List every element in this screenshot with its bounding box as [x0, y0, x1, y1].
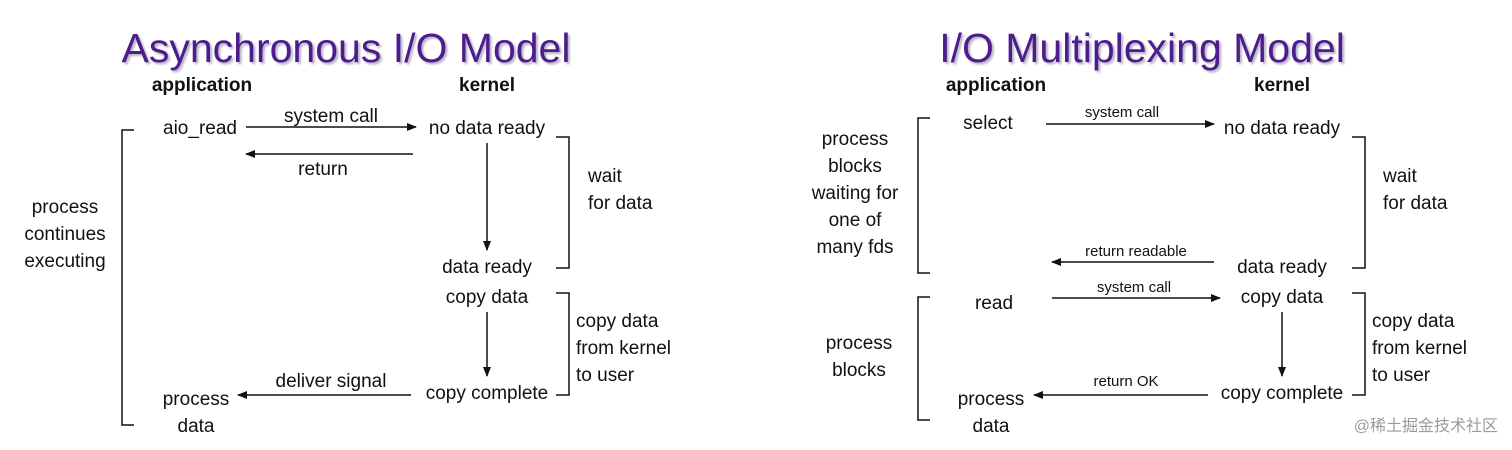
- system-call-label: system call: [284, 106, 378, 127]
- waiting-for-line: waiting for: [811, 183, 899, 204]
- process-blocks-label: process blocks: [826, 330, 893, 384]
- wait-line: wait: [588, 166, 622, 187]
- process-line: process: [957, 389, 1025, 410]
- io-multiplexing-lines: [917, 117, 1366, 421]
- wait-for-data-label: wait for data: [588, 163, 652, 217]
- copy-data-line: copy data: [576, 311, 659, 332]
- async-io-title: Asynchronous I/O Model: [121, 25, 571, 71]
- copy-data-line: copy data: [1372, 311, 1455, 332]
- copy-bracket: [1352, 292, 1366, 396]
- read-label: read: [974, 293, 1014, 314]
- system-call-label-1: system call: [1084, 104, 1160, 121]
- system-call-label-2: system call: [1096, 279, 1172, 296]
- wait-bracket: [556, 136, 570, 269]
- watermark: @稀土掘金技术社区: [1353, 418, 1498, 435]
- process-data-label: process data: [163, 386, 230, 440]
- process-line: process: [821, 129, 889, 150]
- aio-read-label: aio_read: [163, 118, 237, 139]
- to-user-line: to user: [576, 365, 635, 386]
- process-blocks-bracket: [917, 296, 930, 421]
- process-data-label: process data: [958, 386, 1025, 440]
- return-ok-label: return OK: [1093, 373, 1159, 390]
- copy-from-kernel-label: copy data from kernel to user: [1372, 308, 1467, 389]
- process-line: process: [31, 197, 99, 218]
- continues-line: continues: [24, 224, 106, 245]
- copy-from-kernel-label: copy data from kernel to user: [576, 308, 671, 389]
- wait-bracket: [1352, 136, 1366, 269]
- application-header: application: [151, 75, 253, 96]
- kernel-header: kernel: [1254, 75, 1310, 96]
- process-continues-bracket: [121, 129, 134, 426]
- to-user-line: to user: [1372, 365, 1431, 386]
- wait-for-data-label: wait for data: [1383, 163, 1447, 217]
- kernel-header: kernel: [459, 75, 515, 96]
- from-kernel-line: from kernel: [576, 338, 672, 359]
- deliver-signal-label: deliver signal: [275, 371, 387, 392]
- data-line: data: [177, 416, 215, 437]
- data-ready-label: data ready: [1237, 257, 1327, 278]
- async-io-lines: [121, 123, 570, 426]
- process-blocks-waiting-label: process blocks waiting for one of many f…: [812, 126, 899, 261]
- return-label: return: [298, 159, 348, 180]
- executing-line: executing: [24, 251, 106, 272]
- data-line: data: [972, 416, 1010, 437]
- io-multiplexing-title: I/O Multiplexing Model: [939, 25, 1345, 71]
- one-of-line: one of: [828, 210, 882, 231]
- process-line: process: [825, 333, 893, 354]
- select-label: select: [963, 113, 1013, 134]
- copy-complete-label: copy complete: [425, 383, 549, 404]
- return-readable-label: return readable: [1085, 243, 1187, 260]
- blocks-line: blocks: [828, 156, 882, 177]
- wait-line: wait: [1383, 166, 1417, 187]
- many-fds-line: many fds: [816, 237, 894, 258]
- data-ready-label: data ready: [442, 257, 532, 278]
- copy-data-label: copy data: [445, 287, 529, 308]
- copy-data-label: copy data: [1240, 287, 1324, 308]
- io-multiplexing-diagram: I/O Multiplexing Model application kerne…: [756, 0, 1512, 450]
- copy-bracket: [556, 292, 570, 396]
- async-io-diagram: Asynchronous I/O Model application kerne…: [24, 25, 671, 440]
- no-data-ready-label: no data ready: [1223, 118, 1341, 139]
- process-blocks-waiting-bracket: [917, 117, 930, 274]
- process-line: process: [162, 389, 230, 410]
- for-data-line: for data: [588, 193, 653, 214]
- application-header: application: [945, 75, 1047, 96]
- blocks-line: blocks: [832, 360, 886, 381]
- copy-complete-label: copy complete: [1220, 383, 1344, 404]
- from-kernel-line: from kernel: [1372, 338, 1468, 359]
- for-data-line: for data: [1383, 193, 1448, 214]
- process-continues-label: process continues executing: [24, 194, 105, 275]
- no-data-ready-label: no data ready: [428, 118, 546, 139]
